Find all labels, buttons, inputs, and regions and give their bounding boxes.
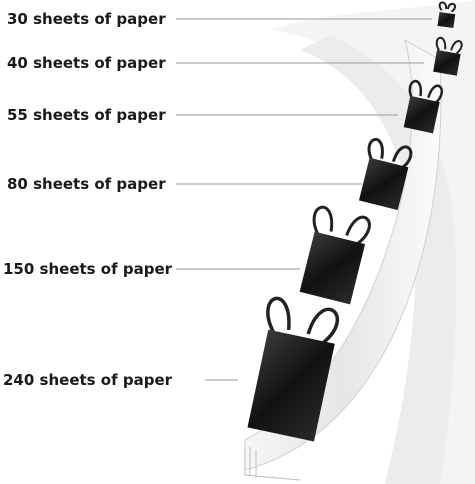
binder-clip-icon [247, 296, 340, 442]
label-30-sheets: 30 sheets of paper [7, 10, 166, 28]
label-55-sheets: 55 sheets of paper [7, 106, 166, 124]
label-240-sheets: 240 sheets of paper [3, 371, 173, 389]
binder-clip-icon [433, 36, 463, 76]
leader-lines [176, 18, 432, 381]
paper-stack-edges [244, 445, 301, 481]
binder-clip-icon [299, 205, 371, 305]
label-150-sheets: 150 sheets of paper [3, 260, 173, 278]
binder-clip-icon [358, 138, 413, 211]
label-40-sheets: 40 sheets of paper [7, 54, 166, 72]
binder-clip-icon [437, 1, 457, 29]
binder-clip-icon [403, 79, 444, 134]
label-80-sheets: 80 sheets of paper [7, 175, 166, 193]
